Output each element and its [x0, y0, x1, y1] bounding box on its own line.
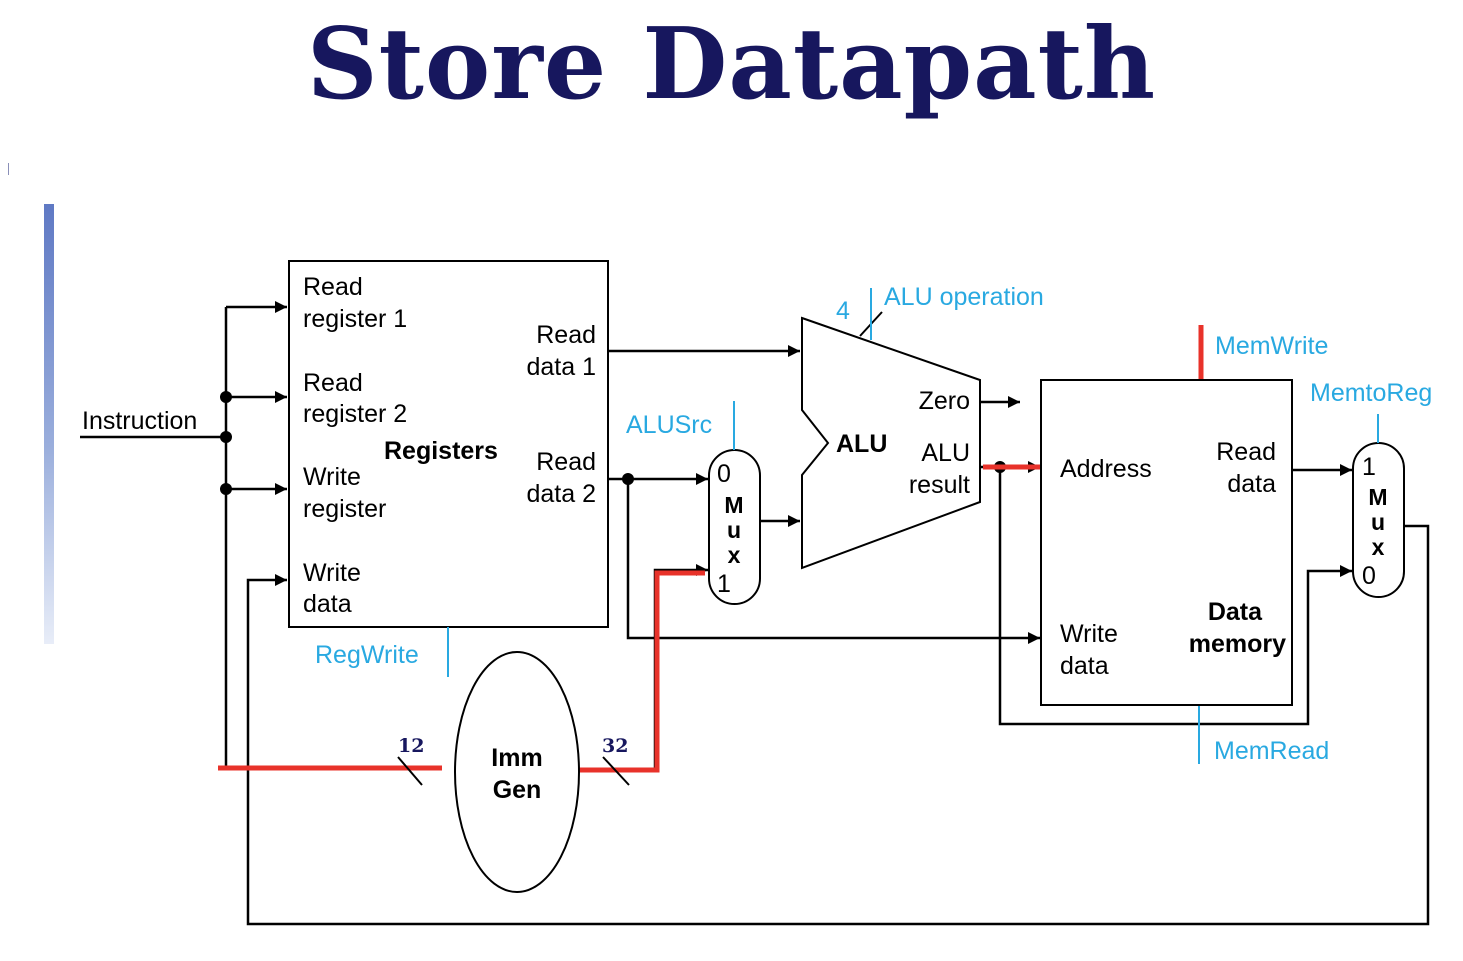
regwrite-signal: RegWrite: [315, 641, 419, 669]
alusrc-mux-letter-m: M: [724, 492, 743, 518]
alu-result-bypass-wire: [998, 467, 1352, 726]
memwrite-signal: MemWrite: [1215, 332, 1328, 360]
memory-write-data-label-a: Write: [1060, 620, 1118, 648]
read-register-2-label-a: Read: [303, 369, 363, 397]
wire-junctions: [220, 391, 1006, 495]
imm-gen-label-b: Gen: [493, 776, 542, 804]
memtoreg-mux: 1 M u x 0: [1352, 442, 1405, 598]
write-data-feedback-wire: [246, 524, 1430, 926]
write-register-label-b: register: [303, 495, 386, 523]
alusrc-mux: 0 M u x 1: [708, 449, 761, 605]
alusrc-mux-in1: 1: [717, 570, 731, 598]
alu-result-label-a: ALU: [921, 439, 970, 467]
memory-read-data-label-a: Read: [1216, 438, 1276, 466]
control-signal-lines: [447, 288, 1379, 764]
slide-accent-bar: [44, 204, 54, 644]
instruction-label: Instruction: [82, 407, 197, 435]
immgen-to-mux-wire: [653, 564, 708, 770]
alu-name: ALU: [836, 430, 887, 458]
alusrc-mux-letter-u: u: [727, 517, 741, 543]
registers-name: Registers: [384, 437, 498, 465]
bus-width-12: 12: [398, 735, 424, 757]
address-label: Address: [1060, 455, 1152, 483]
highlight-immgen-output: [578, 570, 705, 773]
write-data-label-b: data: [303, 590, 352, 618]
read-data-2-to-write-data-wire: [626, 479, 1040, 644]
alu-zero-label: Zero: [919, 387, 970, 415]
read-data-1-label-b: data 1: [526, 353, 596, 381]
memread-signal: MemRead: [1214, 737, 1329, 765]
read-register-2-label-b: register 2: [303, 400, 407, 428]
alu-op-width: 4: [836, 297, 850, 325]
bus-width-32: 32: [602, 735, 628, 757]
alu-block: ALU Zero ALU result: [801, 316, 981, 570]
data-memory-name-a: Data: [1208, 598, 1263, 626]
alu-result-label-b: result: [909, 471, 970, 499]
alusrc-signal: ALUSrc: [626, 411, 712, 439]
data-memory-block: Address Read data Write data Data memory: [1040, 379, 1293, 706]
read-data-2-label-a: Read: [536, 448, 596, 476]
imm-gen-label-a: Imm: [491, 744, 542, 772]
memtoreg-signal: MemtoReg: [1310, 379, 1432, 407]
memtoreg-mux-letter-u: u: [1371, 509, 1385, 535]
alu-operation-signal: ALU operation: [884, 283, 1044, 311]
memory-read-data-label-b: data: [1227, 470, 1276, 498]
alusrc-mux-letter-x: x: [728, 542, 741, 568]
memtoreg-mux-in1: 1: [1362, 453, 1376, 481]
write-data-label-a: Write: [303, 559, 361, 587]
alusrc-mux-in0: 0: [717, 460, 731, 488]
read-register-1-label-b: register 1: [303, 305, 407, 333]
write-register-label-a: Write: [303, 463, 361, 491]
read-register-1-label-a: Read: [303, 273, 363, 301]
memory-write-data-label-b: data: [1060, 652, 1109, 680]
memtoreg-mux-letter-x: x: [1372, 534, 1385, 560]
memtoreg-mux-in0: 0: [1362, 562, 1376, 590]
page-title: Store Datapath: [306, 7, 1157, 122]
datapath-wires: [80, 301, 1430, 926]
registers-block: Read register 1 Read register 2 Write re…: [288, 260, 609, 628]
memtoreg-mux-letter-m: M: [1368, 484, 1387, 510]
data-memory-name-b: memory: [1189, 630, 1286, 658]
read-data-2-label-b: data 2: [526, 480, 596, 508]
read-data-1-label-a: Read: [536, 321, 596, 349]
imm-gen-block: Imm Gen: [454, 651, 580, 893]
slide-tick-mark: [8, 163, 9, 175]
